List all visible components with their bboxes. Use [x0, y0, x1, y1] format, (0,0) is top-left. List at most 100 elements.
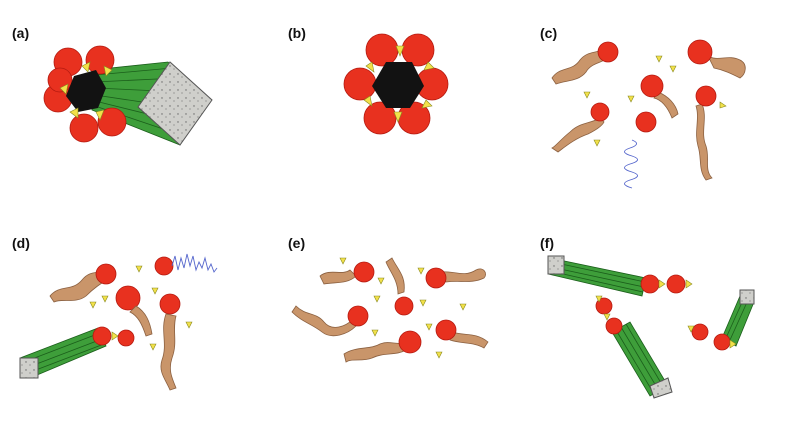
- linker-triangle: [669, 65, 677, 73]
- core: [66, 70, 106, 112]
- core: [372, 62, 424, 108]
- panel-label-b: (b): [288, 25, 306, 41]
- linker-triangle: [135, 265, 143, 273]
- ball: [605, 317, 623, 335]
- ball: [435, 319, 457, 341]
- linker-triangle: [151, 287, 159, 295]
- linker-triangle: [69, 107, 79, 119]
- chain: [449, 331, 489, 349]
- ball: [92, 326, 112, 346]
- panel-label-a: (a): [12, 25, 29, 41]
- ball: [353, 261, 375, 283]
- linker-triangle: [435, 351, 443, 359]
- linker-triangle: [729, 339, 737, 349]
- linker-triangle: [459, 303, 467, 311]
- panel-a-diagram: [43, 45, 213, 146]
- linker-triangle: [687, 325, 695, 333]
- linker-triangle: [339, 257, 347, 265]
- linker-triangle: [365, 61, 375, 73]
- linker-triangle: [425, 323, 433, 331]
- chain: [551, 117, 605, 153]
- panel-f-diagram: [547, 255, 755, 399]
- linker-triangle: [595, 295, 603, 303]
- squiggle: [171, 253, 218, 273]
- panel-b-diagram: [343, 33, 449, 135]
- substrate-block: [19, 357, 39, 379]
- ball: [95, 263, 117, 285]
- linker-triangle: [685, 279, 693, 289]
- linker-triangle: [111, 331, 119, 341]
- linker-triangle: [423, 61, 435, 71]
- linker-triangle: [101, 295, 109, 303]
- panel-c-diagram: [551, 39, 746, 189]
- panel-d-diagram: [19, 253, 218, 391]
- chain: [653, 91, 679, 119]
- linker-triangle: [655, 55, 663, 63]
- ball: [687, 39, 713, 65]
- chain: [695, 103, 713, 181]
- ball: [635, 111, 657, 133]
- panel-label-c: (c): [540, 25, 557, 41]
- chain: [439, 268, 486, 283]
- linker-triangle: [417, 267, 425, 275]
- linker-triangle: [593, 139, 601, 147]
- chain: [319, 269, 357, 285]
- chain: [343, 341, 407, 363]
- linker-triangle: [363, 95, 373, 107]
- substrate-block: [649, 377, 673, 399]
- chain: [129, 305, 153, 337]
- linker-triangle: [395, 45, 405, 57]
- ball: [695, 85, 717, 107]
- linker-triangle: [81, 61, 91, 73]
- ball: [85, 45, 115, 75]
- ball: [597, 41, 619, 63]
- ball: [154, 256, 174, 276]
- linker-triangle: [603, 313, 611, 321]
- chain: [385, 257, 405, 295]
- panel-e-diagram: [291, 257, 489, 363]
- substrate-block: [547, 255, 565, 275]
- chain: [707, 54, 746, 79]
- linker-triangle: [95, 109, 105, 121]
- ball: [365, 33, 399, 67]
- ball: [394, 296, 414, 316]
- ball: [640, 274, 660, 294]
- substrate-block: [739, 289, 755, 305]
- linker-triangle: [185, 321, 193, 329]
- linker-triangle: [583, 91, 591, 99]
- chain: [291, 305, 357, 337]
- linker-triangle: [59, 83, 69, 95]
- ball: [666, 274, 686, 294]
- ball: [713, 333, 731, 351]
- linker-triangle: [421, 99, 433, 109]
- squiggle: [624, 139, 638, 189]
- linker-triangle: [658, 279, 666, 289]
- ball: [343, 67, 377, 101]
- chain: [160, 313, 177, 391]
- linker-triangle: [719, 101, 727, 109]
- linker-triangle: [627, 95, 635, 103]
- panel-label-e: (e): [288, 235, 305, 251]
- linker-triangle: [103, 65, 113, 77]
- linker-triangle: [377, 277, 385, 285]
- ball: [425, 267, 447, 289]
- ball: [159, 293, 181, 315]
- substrate-block: [137, 61, 213, 146]
- ball: [69, 113, 99, 143]
- panel-label-d: (d): [12, 235, 30, 251]
- linker-triangle: [393, 111, 403, 123]
- ball: [117, 329, 135, 347]
- ball: [401, 33, 435, 67]
- ball: [640, 74, 664, 98]
- panel-label-f: (f): [540, 235, 554, 251]
- ball: [347, 305, 369, 327]
- linker-triangle: [371, 329, 379, 337]
- linker-triangle: [149, 343, 157, 351]
- ball: [363, 101, 397, 135]
- ball: [115, 285, 141, 311]
- linker-triangle: [89, 301, 97, 309]
- ball: [691, 323, 709, 341]
- ball: [590, 102, 610, 122]
- linker-triangle: [373, 295, 381, 303]
